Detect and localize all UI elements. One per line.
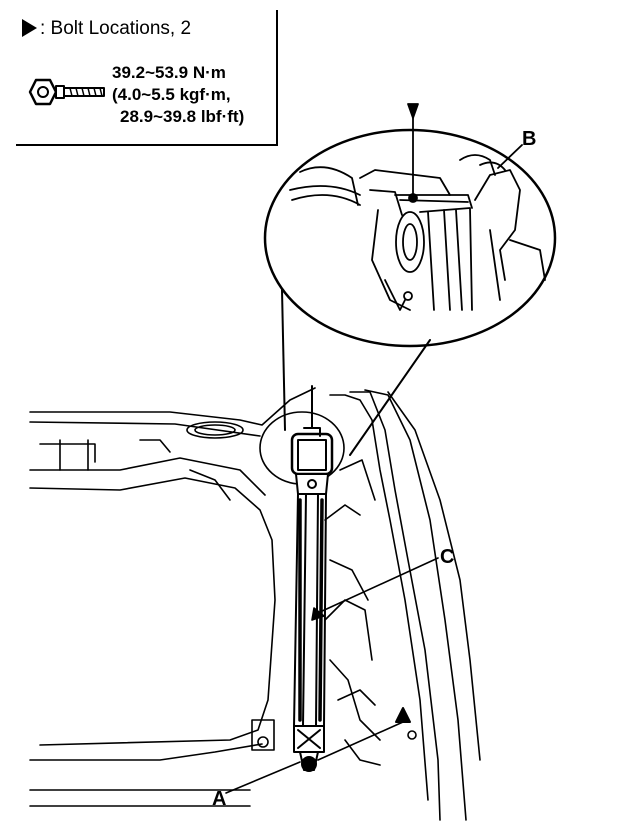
legend-box bbox=[16, 10, 278, 146]
torque-spec: 39.2~53.9 N·m (4.0~5.5 kgf·m, 28.9~39.8 … bbox=[112, 62, 244, 128]
callout-a: A bbox=[212, 788, 227, 810]
strut-bar bbox=[290, 385, 334, 772]
lower-bolt-marker bbox=[317, 707, 411, 761]
callout-leaders bbox=[225, 557, 439, 794]
bolt-location-marker-icon bbox=[22, 19, 37, 37]
torque-lbf: 28.9~39.8 lbf·ft) bbox=[120, 107, 245, 126]
legend-title: : Bolt Locations, 2 bbox=[22, 18, 191, 40]
torque-nm: 39.2~53.9 N·m bbox=[112, 63, 226, 82]
torque-kgf: (4.0~5.5 kgf·m, bbox=[112, 85, 231, 104]
detail-magnifier bbox=[259, 128, 557, 485]
callout-b: B bbox=[522, 128, 537, 150]
bolt-icon bbox=[28, 78, 105, 106]
detail-contents bbox=[289, 103, 546, 311]
callout-c: C bbox=[440, 546, 455, 568]
wheel-house bbox=[324, 389, 481, 821]
body-panel bbox=[29, 387, 316, 807]
legend-title-text: : Bolt Locations, 2 bbox=[40, 18, 192, 39]
